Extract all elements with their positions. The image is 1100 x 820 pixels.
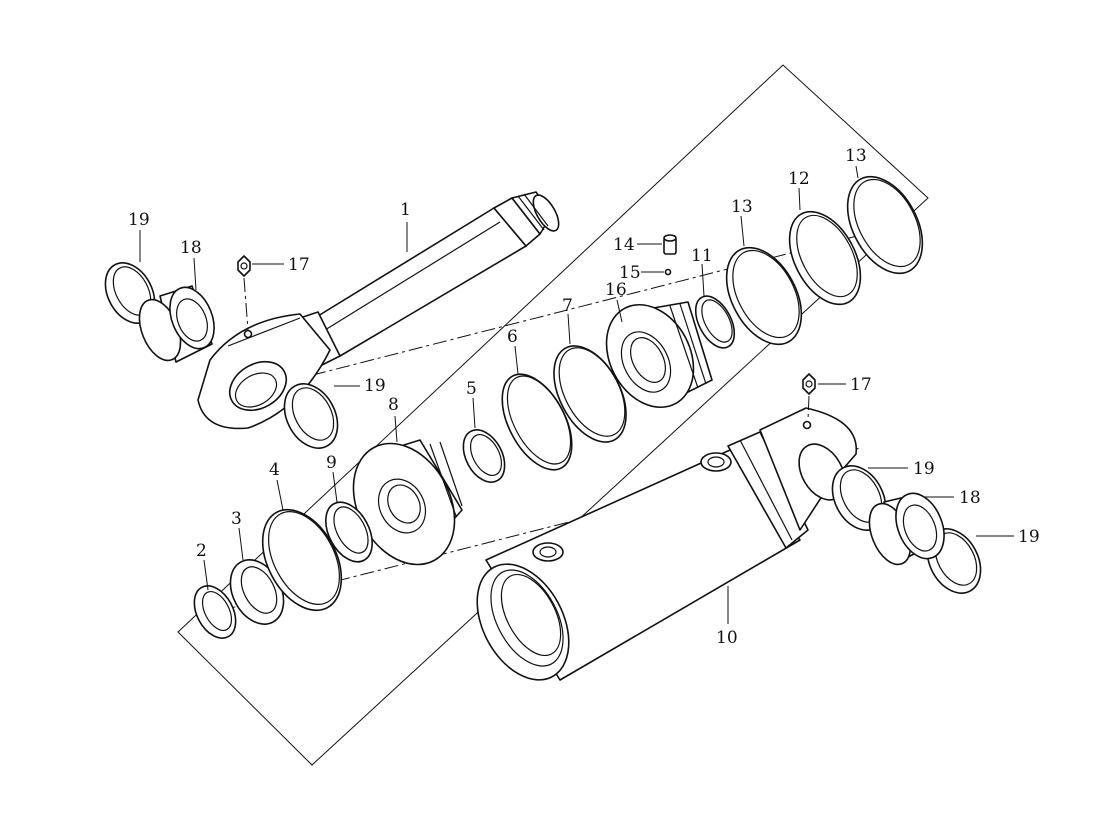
callout-9: 9	[326, 453, 337, 473]
callout-19-top-left: 19	[128, 210, 150, 230]
callout-17-left: 17	[288, 255, 310, 275]
callout-2: 2	[196, 541, 207, 561]
gland	[352, 439, 463, 566]
callout-5: 5	[466, 379, 477, 399]
callout-18-right: 18	[959, 488, 981, 508]
callout-19-mid-left: 19	[364, 376, 386, 396]
callout-4: 4	[269, 460, 280, 480]
callout-14: 14	[613, 235, 635, 255]
callout-17-right: 17	[850, 375, 872, 395]
callout-16: 16	[605, 280, 627, 300]
callout-3: 3	[231, 509, 242, 529]
callout-8: 8	[388, 395, 399, 415]
callout-12: 12	[788, 169, 810, 189]
callout-6: 6	[507, 327, 518, 347]
callout-13-left: 13	[731, 197, 753, 217]
callout-11: 11	[691, 246, 713, 266]
callout-15: 15	[619, 263, 641, 283]
grease-nipple-right	[802, 373, 816, 421]
callout-19-right-bot: 19	[1018, 527, 1040, 547]
callout-18-left: 18	[180, 238, 202, 258]
piston-rod	[197, 191, 560, 430]
grease-nipple-left	[237, 255, 251, 331]
bushing-right	[868, 492, 945, 566]
leader-lines	[139, 165, 1014, 624]
plug-screw	[663, 234, 677, 255]
callout-13-right: 13	[845, 146, 867, 166]
callout-labels: 1 2 3 4 5 6 7 8 9 10 11 12 13 13 14 15 1…	[128, 146, 1040, 648]
callout-10: 10	[716, 628, 738, 648]
callout-1: 1	[400, 200, 411, 220]
bushing-left	[138, 285, 215, 363]
check-ball	[664, 268, 672, 276]
upper-axis-line	[214, 224, 901, 401]
cylinder-barrel	[476, 407, 858, 681]
callout-7: 7	[562, 296, 573, 316]
callout-19-right-top: 19	[913, 459, 935, 479]
piston	[605, 301, 713, 409]
assembly-boundary	[177, 64, 929, 766]
